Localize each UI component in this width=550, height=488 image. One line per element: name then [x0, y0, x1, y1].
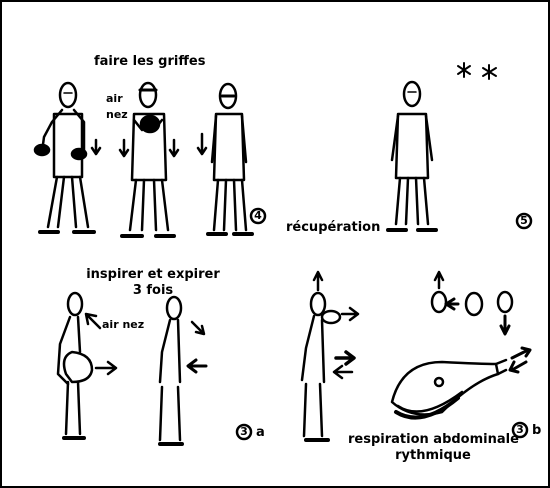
- arms: [210, 114, 248, 164]
- figure-expirer: [158, 295, 208, 446]
- figure-griffes-3: [196, 82, 254, 236]
- legs: [394, 176, 430, 226]
- arrow-head: [190, 320, 206, 336]
- arrow-down: [90, 138, 102, 156]
- label-recuperation: récupération: [286, 220, 381, 235]
- arrow-out: [334, 350, 356, 366]
- step-letter-b: b: [532, 423, 542, 438]
- step-number-3a: 3: [240, 425, 248, 438]
- legs: [212, 178, 248, 232]
- step-number-3b: 3: [516, 423, 524, 436]
- arrow-in: [332, 364, 354, 380]
- head: [138, 81, 158, 109]
- back: [56, 315, 82, 386]
- label-respiration-line1: respiration abdominale: [348, 432, 519, 447]
- step-letter-a: a: [256, 425, 265, 440]
- figure-inspirer: [56, 291, 118, 440]
- step-circle-3b: [511, 421, 529, 439]
- body: [158, 318, 182, 384]
- head: [402, 80, 422, 108]
- head: [66, 291, 84, 317]
- torso: [52, 112, 84, 179]
- legs: [158, 385, 182, 442]
- arrow-in: [508, 360, 528, 374]
- arrow-left: [444, 297, 460, 311]
- figure-griffes-1: [33, 81, 102, 234]
- arrow-down: [499, 314, 511, 336]
- head-1: [430, 290, 448, 314]
- bellows-handle-2: [394, 396, 460, 420]
- arrow-up: [433, 270, 445, 290]
- arrow-left: [118, 138, 130, 158]
- bellows-handle: [396, 390, 464, 413]
- label-inspirer-line1: inspirer et expirer: [86, 267, 220, 282]
- head-2: [464, 291, 484, 317]
- bellows-nozzle: [494, 358, 508, 376]
- arrow-out: [510, 346, 532, 360]
- head: [165, 295, 183, 321]
- label-air: air: [106, 92, 123, 105]
- arrow-forward: [340, 306, 360, 322]
- head-3: [496, 290, 514, 314]
- label-nez: nez: [106, 108, 128, 121]
- legs: [302, 382, 324, 438]
- figure-recuperation: [386, 80, 438, 232]
- step-number-4: 4: [254, 209, 262, 222]
- arrow-out: [94, 360, 118, 376]
- label-inspirer-line2: 3 fois: [132, 283, 174, 298]
- body: [300, 314, 326, 384]
- legs: [128, 178, 170, 232]
- head: [218, 82, 238, 110]
- bellows: [390, 346, 532, 420]
- arrow-right: [168, 138, 180, 158]
- head: [309, 291, 327, 317]
- arrow-up: [312, 270, 324, 292]
- step-circle-3a: [235, 423, 253, 441]
- step-circles: [235, 207, 533, 441]
- legs: [46, 175, 90, 229]
- arrow-in: [186, 358, 208, 374]
- arrow-nose: [84, 312, 102, 330]
- hand-left: [33, 143, 51, 157]
- legs: [64, 380, 82, 436]
- bellows-valve: [433, 376, 445, 388]
- figure-griffes-2: [118, 81, 180, 238]
- heads-sequence: [430, 270, 514, 336]
- label-air-nez: air nez: [102, 318, 145, 331]
- arms: [390, 114, 434, 162]
- step-circle-4: [249, 207, 267, 225]
- arms: [40, 108, 86, 154]
- step-circle-5: [515, 212, 533, 230]
- star-marks: [457, 62, 497, 80]
- label-faire-griffes: faire les griffes: [94, 54, 206, 69]
- arrow-down: [196, 132, 208, 156]
- belly: [62, 350, 94, 384]
- figure-3b-standing: [300, 270, 360, 442]
- hands: [139, 114, 161, 134]
- hand-right: [70, 147, 88, 161]
- label-respiration-line2: rythmique: [395, 448, 471, 463]
- torso: [394, 112, 430, 180]
- step-number-5: 5: [520, 214, 528, 227]
- torso: [130, 112, 168, 182]
- torso: [212, 112, 246, 182]
- hand: [320, 309, 342, 325]
- head: [58, 81, 78, 109]
